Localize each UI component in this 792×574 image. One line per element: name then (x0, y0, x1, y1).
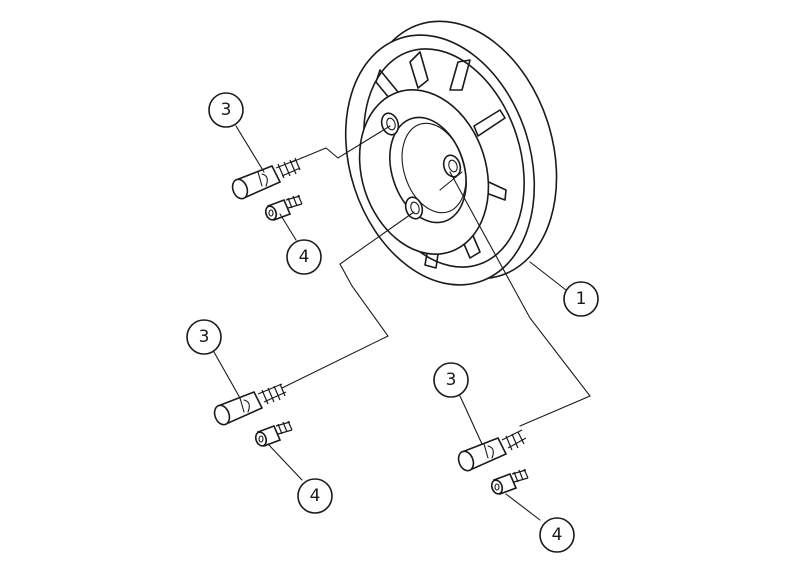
guide-line-mid (281, 211, 415, 389)
callout-3a-label: 3 (221, 100, 232, 120)
leader-4b (267, 443, 303, 481)
assembly-lines (281, 125, 591, 427)
guide-line-top (291, 125, 391, 163)
callout-4b: 4 (297, 478, 333, 514)
leader-3c (459, 395, 483, 445)
hub-bore-inner (401, 122, 467, 214)
leader-1 (529, 261, 567, 291)
pin-top (231, 157, 301, 200)
leader-3a (235, 125, 265, 173)
callout-1: 1 (563, 281, 599, 317)
wheel-hub-part (344, 20, 558, 286)
screw-mid (254, 420, 293, 448)
leader-3b (213, 351, 241, 399)
callout-3b: 3 (186, 319, 222, 355)
pin-mid (213, 383, 287, 426)
callout-3a: 3 (208, 92, 244, 128)
bolt-hole-top (380, 112, 400, 136)
pin-right (457, 429, 527, 472)
callout-4c-label: 4 (552, 525, 563, 545)
callout-4a-label: 4 (299, 247, 310, 267)
callout-4a: 4 (286, 239, 322, 275)
screw-top (264, 194, 303, 222)
bolt-hole-right (442, 154, 462, 178)
guide-line-right (449, 171, 591, 427)
callout-3b-label: 3 (199, 327, 210, 347)
callout-3c-label: 3 (446, 370, 457, 390)
leader-4a (279, 213, 297, 241)
callout-4b-label: 4 (310, 486, 321, 506)
callout-4c: 4 (539, 517, 575, 553)
screw-right (490, 468, 529, 496)
bolt-hole-bottom (404, 196, 424, 220)
callout-3c: 3 (433, 362, 469, 398)
leader-4c (505, 493, 541, 521)
callout-1-label: 1 (576, 289, 587, 309)
leader-lines (213, 125, 567, 521)
